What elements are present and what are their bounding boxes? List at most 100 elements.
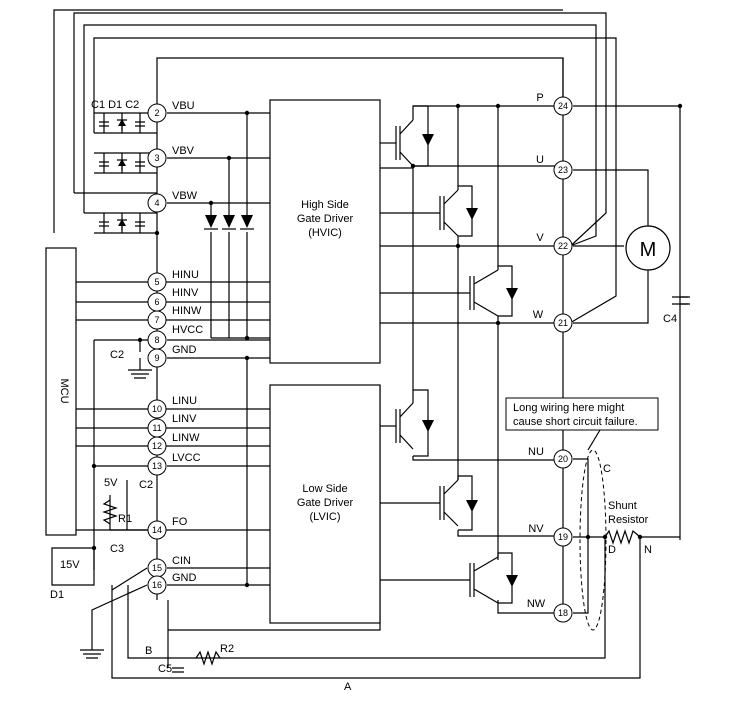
c2-label: C2	[110, 349, 124, 361]
ground-symbols	[80, 369, 152, 659]
shunt-resistor-symbol	[604, 529, 641, 545]
igbt-high-v	[439, 185, 478, 237]
lvic-line2: Gate Driver	[297, 497, 354, 509]
pin-number: 7	[154, 315, 159, 325]
pin-number: 16	[152, 580, 162, 590]
hvic-line3: (HVIC)	[308, 227, 342, 239]
pin-label: NV	[528, 523, 544, 535]
pin-label: NU	[528, 446, 544, 458]
c3-label: C3	[110, 543, 124, 555]
pin-label: FO	[172, 516, 188, 528]
mcu-label: MCU	[58, 378, 70, 403]
pin-number: 2	[154, 108, 159, 118]
lvic-line3: (LVIC)	[310, 511, 341, 523]
node-a-label: A	[344, 681, 352, 693]
annotation-line1: Long wiring here might	[513, 402, 624, 414]
left-pin-10: 10 LINU	[147, 395, 197, 419]
pin-number: 21	[558, 318, 568, 328]
pin-label: HVCC	[172, 324, 203, 336]
c5-label: C5	[158, 663, 172, 675]
pin-label: HINW	[172, 305, 202, 317]
pin-number: 9	[154, 353, 159, 363]
wires	[51, 9, 690, 679]
pin-label: NW	[527, 598, 546, 610]
pin-label: U	[536, 154, 544, 166]
left-pin-5: 5 HINU	[147, 269, 199, 292]
shunt-label-2: Resistor	[608, 514, 649, 526]
igbt-high-u	[395, 105, 434, 167]
bootstrap-label: C1 D1 C2	[91, 99, 139, 111]
pin-number: 12	[152, 441, 162, 451]
d1-label: D1	[50, 589, 64, 601]
right-pin-23: 23 U	[536, 154, 573, 180]
left-pin-16: 16 GND	[147, 572, 197, 595]
left-pin-15: 15 CIN	[147, 555, 191, 578]
left-pin-11: 11 LINV	[147, 413, 197, 438]
pin-label: VBU	[172, 100, 195, 112]
pin-label: GND	[172, 572, 197, 584]
pin-number: 22	[558, 241, 568, 251]
pin-label: HINV	[172, 287, 199, 299]
pin-number: 6	[154, 297, 159, 307]
annotation-callout: Long wiring here might cause short circu…	[505, 397, 659, 451]
node-n-label: N	[644, 544, 652, 556]
motor: M	[625, 225, 671, 271]
node-c-label: C	[603, 463, 611, 475]
pin-number: 11	[152, 423, 161, 433]
five-volt-label: 5V	[104, 477, 118, 489]
pin-label: HINU	[172, 269, 199, 281]
right-pin-20: 20 NU	[528, 446, 573, 469]
left-pin-2: 2 VBU	[147, 100, 195, 123]
annotation-line2: cause short circuit failure.	[513, 416, 638, 428]
pin-number: 3	[154, 153, 159, 163]
node-b-label: B	[145, 645, 152, 657]
pin-number: 5	[154, 277, 159, 287]
lvic-block: Low Side Gate Driver (LVIC)	[269, 384, 381, 624]
left-pin-13: 13 LVCC	[147, 452, 201, 476]
c4-capacitor	[672, 296, 688, 305]
node-d-label: D	[608, 544, 616, 556]
left-pin-12: 12 LINW	[147, 432, 200, 456]
pin-label: LINU	[172, 395, 197, 407]
pin-label: V	[536, 232, 544, 244]
pin-label: VBW	[172, 190, 198, 202]
pin-number: 20	[558, 454, 568, 464]
pin-number: 13	[152, 461, 162, 471]
left-pin-4: 4 VBW	[147, 190, 198, 213]
pin-number: 23	[558, 165, 568, 175]
bootstrap-diodes	[204, 215, 254, 230]
component-labels: C1 D1 C2 C2 5V C2 R1 C3 15V D1 C4 C5 R2 …	[50, 99, 677, 675]
pin-label: LINV	[172, 413, 197, 425]
left-pin-9: 9 GND	[147, 344, 197, 368]
pin-number: 18	[558, 608, 568, 618]
left-pin-7: 7 HINW	[147, 305, 202, 330]
pin-label: CIN	[172, 555, 191, 567]
right-pin-24: 24 P	[536, 92, 573, 116]
left-pin-3: 3 VBV	[147, 145, 195, 168]
left-pin-8: 8 HVCC	[147, 324, 203, 350]
pin-number: 15	[152, 563, 162, 573]
pin-number: 8	[154, 335, 159, 345]
r2-label: R2	[220, 643, 234, 655]
pin-number: 24	[558, 101, 568, 111]
igbt-low-w	[469, 552, 518, 604]
pin-label: VBV	[172, 145, 195, 157]
r2-resistor	[195, 650, 221, 666]
lvic-line1: Low Side	[302, 483, 347, 495]
pin-label: LVCC	[172, 452, 201, 464]
igbt-high-w	[469, 265, 518, 317]
pin-label: GND	[172, 344, 197, 356]
shunt-label-1: Shunt	[608, 500, 637, 512]
bootstrap-components	[99, 119, 145, 230]
node-labels: A B C D N	[145, 463, 652, 693]
igbt-low-u	[395, 389, 434, 457]
pin-number: 10	[152, 404, 162, 414]
pin-label: W	[533, 309, 544, 321]
pin-label: LINW	[172, 432, 200, 444]
motor-label: M	[640, 239, 657, 261]
junction-dots	[91, 103, 683, 588]
hvic-block: High Side Gate Driver (HVIC)	[269, 99, 381, 364]
short-circuit-ellipse	[579, 449, 607, 631]
pin-number: 19	[558, 532, 568, 542]
